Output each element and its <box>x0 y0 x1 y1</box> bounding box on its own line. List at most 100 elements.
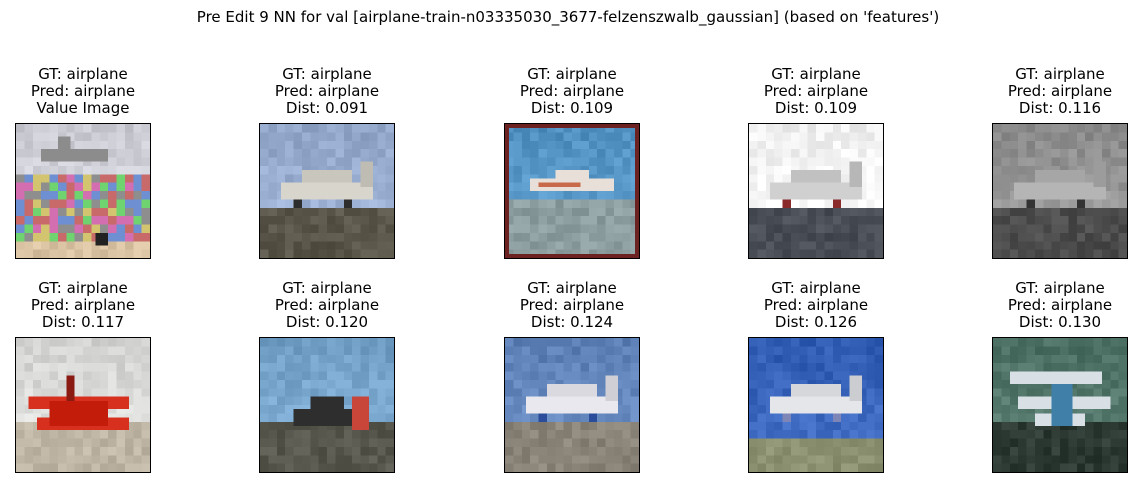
sky-pixel <box>335 338 344 347</box>
sky-pixel <box>32 149 42 158</box>
sky-pixel <box>116 165 125 175</box>
sky-pixel <box>1118 363 1127 372</box>
ground-pixel <box>327 249 336 258</box>
ground-pixel <box>260 216 269 225</box>
sky-pixel <box>133 363 142 372</box>
sky-pixel <box>580 363 589 372</box>
ground-pixel <box>563 455 572 464</box>
ground-pixel <box>49 438 58 447</box>
sky-pixel <box>1060 199 1069 208</box>
sky-pixel <box>1101 363 1111 372</box>
ground-pixel <box>530 232 539 242</box>
ground-pixel <box>99 463 109 472</box>
noise-pixel <box>16 232 25 242</box>
plane-fuselage <box>1013 182 1107 200</box>
sky-pixel <box>993 413 1002 422</box>
sky-pixel <box>83 140 92 150</box>
ground-pixel <box>597 446 606 456</box>
ground-pixel <box>832 224 842 233</box>
ground-pixel <box>572 446 581 456</box>
sky-pixel <box>24 379 33 389</box>
ground-pixel <box>1034 463 1044 472</box>
ground-pixel <box>343 438 353 447</box>
ground-pixel <box>799 438 808 447</box>
ground-pixel <box>849 216 858 225</box>
ground-pixel <box>41 455 50 464</box>
sky-pixel <box>774 149 783 158</box>
sky-pixel <box>765 346 775 355</box>
thumbnail-image <box>749 124 883 258</box>
ground-pixel <box>513 241 522 250</box>
sky-pixel <box>1101 199 1111 208</box>
plane-tail <box>360 161 374 187</box>
ground-pixel <box>310 249 319 258</box>
sky-pixel <box>32 388 42 397</box>
ground-pixel <box>1026 455 1035 464</box>
ground-pixel <box>1060 438 1069 447</box>
sky-pixel <box>16 140 25 150</box>
noise-pixel <box>66 174 75 183</box>
sky-pixel <box>866 199 875 208</box>
sky-pixel <box>866 157 875 166</box>
sky-pixel <box>505 346 514 355</box>
sky-pixel <box>749 421 758 431</box>
sky-pixel <box>605 191 614 200</box>
plane-wing <box>546 384 598 397</box>
sky-pixel <box>1085 354 1094 364</box>
sky-pixel <box>580 149 589 158</box>
sky-pixel <box>41 354 50 364</box>
sky-pixel <box>513 191 522 200</box>
noise-pixel <box>57 224 67 233</box>
sky-pixel <box>1018 124 1027 133</box>
sky-pixel <box>83 124 92 133</box>
noise-pixel <box>83 232 92 242</box>
ground-pixel <box>824 455 833 464</box>
ground-pixel <box>368 216 378 225</box>
noise-pixel <box>16 182 25 191</box>
sky-pixel <box>749 388 758 397</box>
ground-pixel <box>572 241 581 250</box>
sky-pixel <box>530 165 539 175</box>
sky-pixel <box>1118 405 1127 414</box>
ground-pixel <box>993 455 1002 464</box>
ground-pixel <box>874 241 883 250</box>
sky-pixel <box>530 371 539 380</box>
ground-pixel <box>268 216 277 225</box>
prediction-label: Pred: airplane <box>30 82 136 100</box>
ground-pixel <box>841 455 850 464</box>
sky-pixel <box>1093 140 1102 150</box>
sky-pixel <box>377 140 386 150</box>
sky-pixel <box>749 346 758 355</box>
ground-pixel <box>605 430 614 439</box>
sky-pixel <box>318 388 327 397</box>
ground-pixel <box>1068 438 1077 447</box>
sky-pixel <box>74 363 83 372</box>
sky-pixel <box>546 140 556 150</box>
ground-pixel <box>1068 241 1077 250</box>
ground-pixel <box>513 232 522 242</box>
sky-pixel <box>1085 363 1094 372</box>
sky-pixel <box>260 396 269 405</box>
sky-pixel <box>630 413 639 422</box>
sky-pixel <box>538 346 547 355</box>
sky-pixel <box>327 346 336 355</box>
sky-pixel <box>368 388 378 397</box>
sky-pixel <box>268 140 277 150</box>
sky-pixel <box>774 379 783 389</box>
ground-pixel <box>310 232 319 242</box>
ground-pixel <box>335 224 344 233</box>
sky-pixel <box>1076 132 1086 141</box>
sky-pixel <box>133 140 142 150</box>
noise-pixel <box>99 174 109 183</box>
ground-pixel <box>993 232 1002 242</box>
ground-pixel <box>816 438 825 447</box>
noise-pixel <box>133 182 142 191</box>
noise-pixel <box>99 207 109 217</box>
sky-pixel <box>293 338 302 347</box>
ground-pixel <box>1110 455 1119 464</box>
sky-pixel <box>318 379 327 389</box>
ground-pixel <box>874 463 883 472</box>
ground-pixel <box>1018 455 1027 464</box>
sky-pixel <box>116 149 125 158</box>
